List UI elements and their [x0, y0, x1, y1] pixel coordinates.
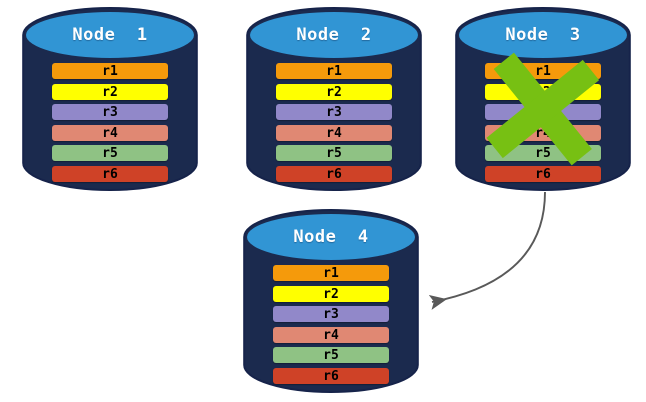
- cylinder-top-disc: [26, 12, 194, 58]
- data-row-r4[interactable]: r4: [276, 124, 392, 141]
- data-row-r3[interactable]: r3: [276, 104, 392, 120]
- data-row-r4[interactable]: r4: [485, 124, 601, 141]
- data-row-r6[interactable]: r6: [485, 165, 601, 182]
- data-row-r1[interactable]: r1: [485, 63, 601, 79]
- cylinder-top-disc: [459, 12, 627, 58]
- row-list: r1 r2 r3 r4 r5 r6: [243, 265, 419, 384]
- data-row-r1[interactable]: r1: [273, 265, 389, 281]
- data-row-r6[interactable]: r6: [52, 165, 168, 182]
- data-row-r5[interactable]: r5: [52, 145, 168, 161]
- data-row-r5[interactable]: r5: [485, 145, 601, 161]
- cylinder-top-disc: [247, 214, 415, 260]
- database-node-4[interactable]: Node 4 r1 r2 r3 r4 r5 r6: [243, 209, 419, 393]
- data-row-r5[interactable]: r5: [273, 347, 389, 363]
- data-row-r3[interactable]: r3: [485, 104, 601, 120]
- database-node-3[interactable]: Node 3 r1 r2 r3 r4 r5 r6: [455, 7, 631, 191]
- data-row-r1[interactable]: r1: [276, 63, 392, 79]
- data-row-r2[interactable]: r2: [273, 285, 389, 302]
- database-node-2[interactable]: Node 2 r1 r2 r3 r4 r5 r6: [246, 7, 422, 191]
- node-title: Node 1: [72, 25, 148, 45]
- data-row-r1[interactable]: r1: [52, 63, 168, 79]
- node-title: Node 3: [505, 25, 581, 45]
- data-row-r4[interactable]: r4: [273, 326, 389, 343]
- database-node-1[interactable]: Node 1 r1 r2 r3 r4 r5 r6: [22, 7, 198, 191]
- data-row-r3[interactable]: r3: [52, 104, 168, 120]
- data-row-r3[interactable]: r3: [273, 306, 389, 322]
- row-list: r1 r2 r3 r4 r5 r6: [246, 63, 422, 182]
- data-row-r2[interactable]: r2: [276, 83, 392, 100]
- cylinder-top-disc: [250, 12, 418, 58]
- data-row-r5[interactable]: r5: [276, 145, 392, 161]
- data-row-r4[interactable]: r4: [52, 124, 168, 141]
- node-title: Node 2: [296, 25, 372, 45]
- row-list: r1 r2 r3 r4 r5 r6: [455, 63, 631, 182]
- data-row-r2[interactable]: r2: [485, 83, 601, 100]
- data-row-r6[interactable]: r6: [273, 367, 389, 384]
- node-title: Node 4: [293, 227, 369, 247]
- data-row-r6[interactable]: r6: [276, 165, 392, 182]
- row-list: r1 r2 r3 r4 r5 r6: [22, 63, 198, 182]
- data-row-r2[interactable]: r2: [52, 83, 168, 100]
